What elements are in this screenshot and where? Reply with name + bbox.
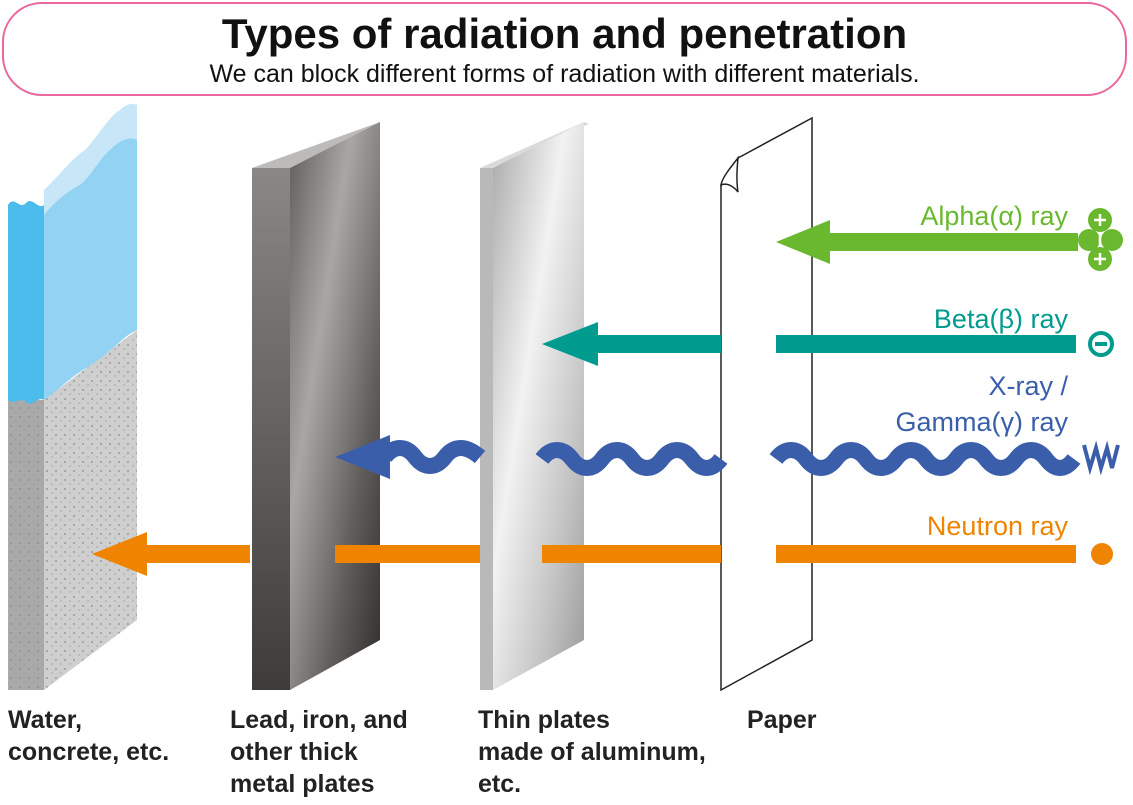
beta-ray-label: Beta(β) ray [934, 304, 1069, 334]
neutron-ray-shaft-left [143, 545, 250, 563]
gamma-ray-label-line2: Gamma(γ) ray [895, 407, 1068, 437]
beta-ray: Beta(β) ray [542, 304, 1114, 366]
page-title: Types of radiation and penetration [221, 10, 908, 57]
wave-icon [1082, 440, 1120, 476]
beta-ray-arrowhead [542, 322, 598, 366]
alpha-ray-label: Alpha(α) ray [920, 201, 1068, 231]
paper-sheet [720, 116, 813, 692]
gamma-ray: X-ray / Gamma(γ) ray [335, 371, 1120, 479]
alpha-ray-shaft [828, 233, 1078, 251]
gamma-ray-wave-mid [535, 442, 728, 476]
neutron-ray-shaft-lead [335, 545, 480, 563]
alpha-ray: Alpha(α) ray [776, 201, 1123, 271]
lead-side [252, 168, 290, 690]
page-subtitle: We can block different forms of radiatio… [209, 60, 920, 88]
label-water-concrete: Water, concrete, etc. [8, 706, 170, 766]
gamma-ray-wave-left [378, 440, 486, 474]
beta-ray-shaft-right [776, 335, 1076, 353]
label-paper: Paper [747, 706, 817, 734]
alpha-particle-icon [1078, 208, 1123, 271]
gamma-ray-wave-right [769, 442, 1081, 476]
aluminum-front [493, 122, 584, 690]
header-banner: Types of radiation and penetration We ca… [2, 2, 1127, 96]
neutron-ray-arrowhead [92, 532, 147, 576]
paper-outline [720, 116, 813, 692]
water-concrete-block [8, 103, 137, 690]
neutron-icon [1091, 543, 1113, 565]
alpha-ray-arrowhead [776, 220, 830, 264]
beta-ray-shaft-mid [596, 335, 721, 353]
neutron-ray-label: Neutron ray [927, 511, 1069, 541]
aluminum-plate [480, 122, 589, 690]
label-aluminum: Thin plates made of aluminum, etc. [478, 706, 706, 798]
paper-curl [720, 155, 739, 193]
aluminum-side [480, 168, 493, 690]
electron-icon [1088, 331, 1114, 357]
neutron-ray: Neutron ray [92, 511, 1113, 576]
neutron-ray-shaft-right [776, 545, 1076, 563]
gamma-ray-arrowhead [335, 435, 390, 479]
lead-iron-plate [252, 122, 380, 690]
neutron-ray-shaft-alu [542, 545, 721, 563]
label-lead-iron: Lead, iron, and other thick metal plates [230, 706, 408, 798]
lead-top [252, 122, 380, 168]
gamma-ray-label-line1: X-ray / [988, 371, 1068, 401]
water-side [44, 138, 137, 400]
lead-front [290, 122, 380, 690]
water-front [8, 200, 44, 404]
